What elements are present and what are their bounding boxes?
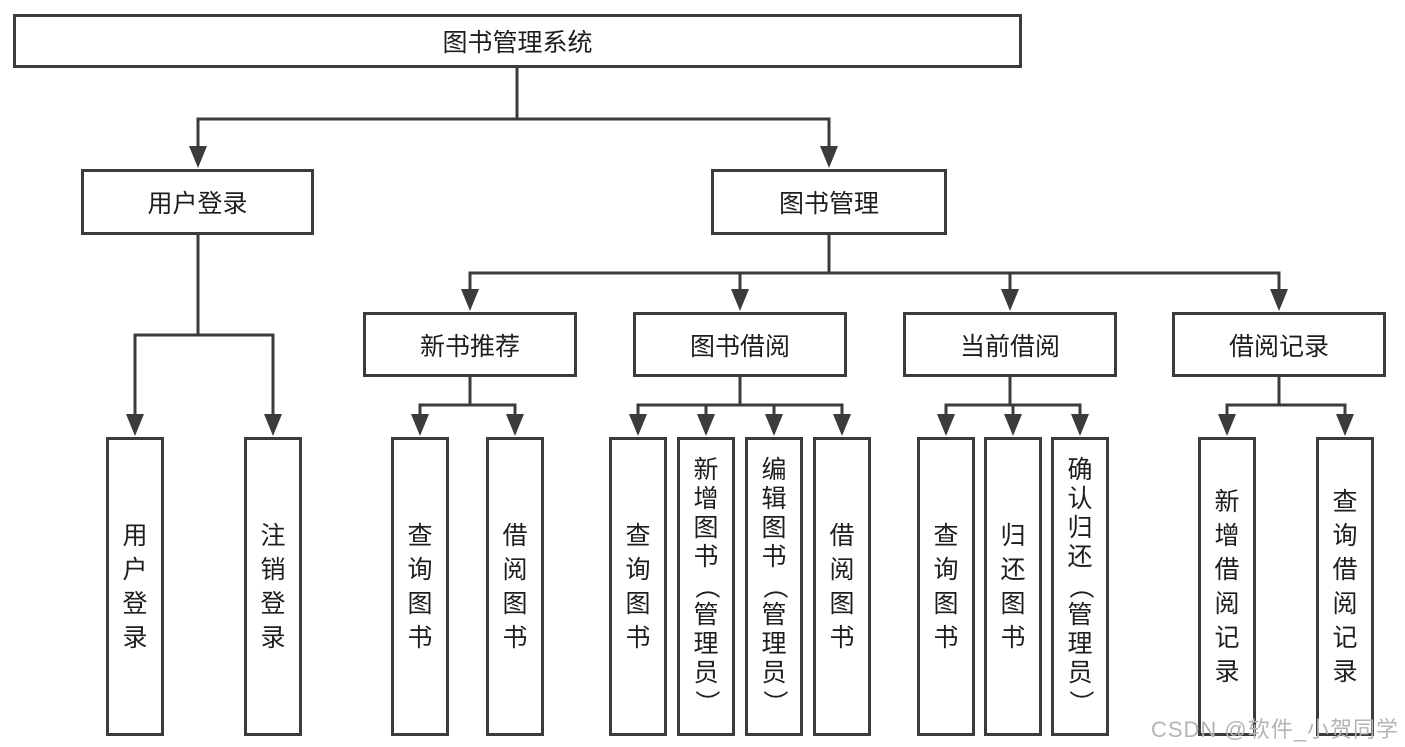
leaf-borrow-books: 借阅图书 — [813, 437, 871, 736]
leaf-query-borrow-record: 查询借阅记录 — [1316, 437, 1374, 736]
leaf-add-borrow-record: 新增借阅记录 — [1198, 437, 1256, 736]
leaf-borrow-query-books: 查询图书 — [609, 437, 667, 736]
leaf-recommend-query-books: 查询图书 — [391, 437, 449, 736]
node-new-book-recommend: 新书推荐 — [363, 312, 577, 377]
leaf-user-login: 用户登录 — [106, 437, 164, 736]
leaf-confirm-return-admin: 确认归还（管理员） — [1051, 437, 1109, 736]
csdn-watermark: CSDN @软件_小贺同学 — [1150, 717, 1399, 742]
leaf-current-query-books: 查询图书 — [917, 437, 975, 736]
node-library-management-system: 图书管理系统 — [13, 14, 1022, 68]
leaf-logout: 注销登录 — [244, 437, 302, 736]
leaf-edit-books-admin: 编辑图书（管理员） — [745, 437, 803, 736]
node-user-login-branch: 用户登录 — [81, 169, 314, 235]
node-current-borrow: 当前借阅 — [903, 312, 1117, 377]
node-book-borrow: 图书借阅 — [633, 312, 847, 377]
leaf-recommend-borrow-books: 借阅图书 — [486, 437, 544, 736]
leaf-return-books: 归还图书 — [984, 437, 1042, 736]
node-borrow-record: 借阅记录 — [1172, 312, 1386, 377]
leaf-add-books-admin: 新增图书（管理员） — [677, 437, 735, 736]
node-book-management-branch: 图书管理 — [711, 169, 947, 235]
